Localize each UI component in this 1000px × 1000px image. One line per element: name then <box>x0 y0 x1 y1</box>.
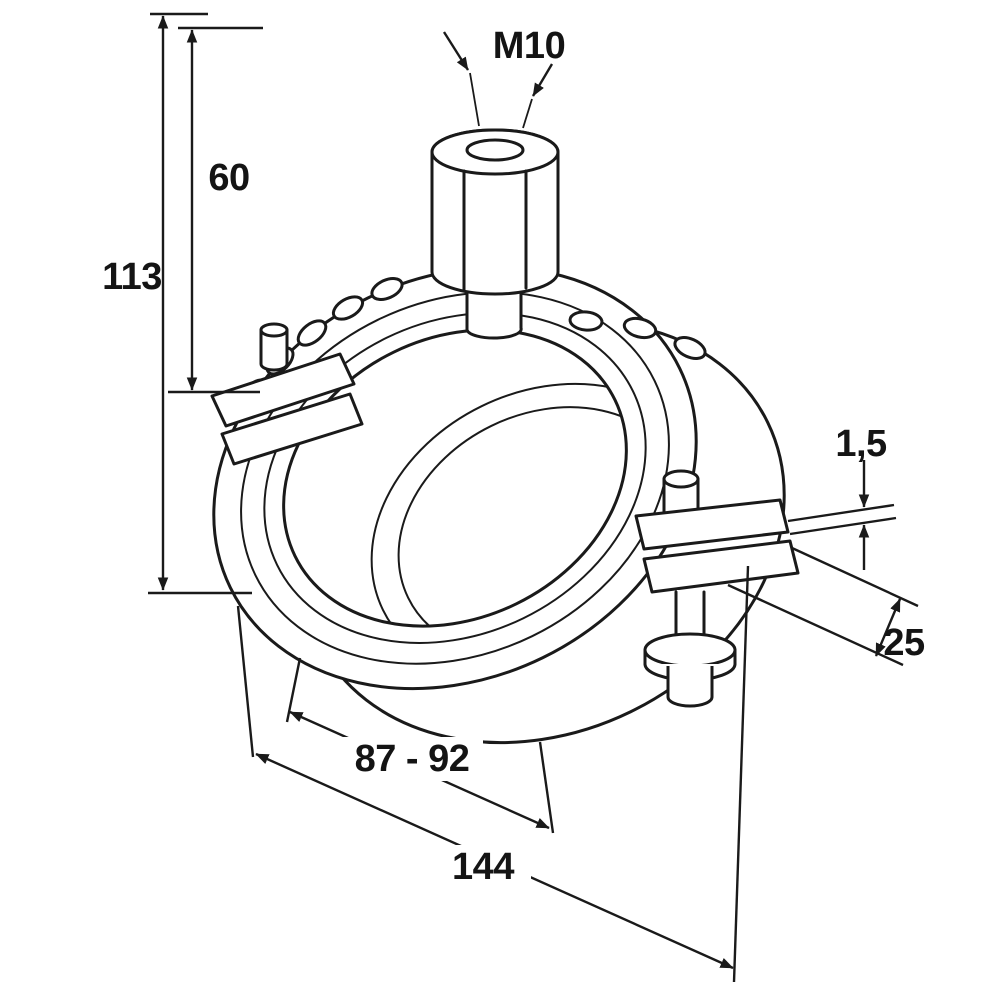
label-total-height: 113 <box>102 256 162 298</box>
dimension-rod-height <box>168 26 263 394</box>
label-backplate-range <box>341 737 483 781</box>
left-flange-upper-plate <box>210 352 356 428</box>
dimension-band-width <box>727 546 919 667</box>
label-overall-width: 144 <box>452 846 514 888</box>
right-flange-upper-plate <box>634 498 790 551</box>
label-thread-size: M10 <box>493 25 565 67</box>
dimension-thread <box>442 31 554 129</box>
dimension-band-thickness <box>787 460 897 570</box>
left-flange <box>210 322 364 466</box>
nut-thread-bore <box>465 138 525 162</box>
label-backplate-overall <box>436 845 531 889</box>
rubber-stripe-outer <box>240 291 670 665</box>
label-rod-height: 60 <box>208 157 249 199</box>
pipe-clamp-drawing <box>210 128 800 745</box>
left-flange-lower-plate <box>220 392 364 466</box>
label-band-thickness: 1,5 <box>835 423 887 465</box>
label-band-width: 25 <box>883 622 925 664</box>
right-flange <box>634 469 800 708</box>
right-flange-upper-bolt-top <box>662 469 700 489</box>
hex-connection-nut <box>430 128 560 296</box>
left-flange-bolt-top <box>259 322 289 338</box>
clamp-bore <box>282 328 628 628</box>
dimension-total-height <box>148 12 252 595</box>
left-flange-bolt <box>259 328 289 372</box>
rubber-stripe-inner <box>263 312 647 644</box>
dimension-annotations: 113 60 M10 1,5 25 87 - 92 144 <box>102 12 925 983</box>
right-flange-lower-bolt <box>643 590 737 708</box>
washer-top <box>643 632 737 668</box>
bolt-head <box>666 666 714 708</box>
label-clamping-range: 87 - 92 <box>355 738 470 780</box>
right-flange-lower-plate <box>642 539 800 594</box>
